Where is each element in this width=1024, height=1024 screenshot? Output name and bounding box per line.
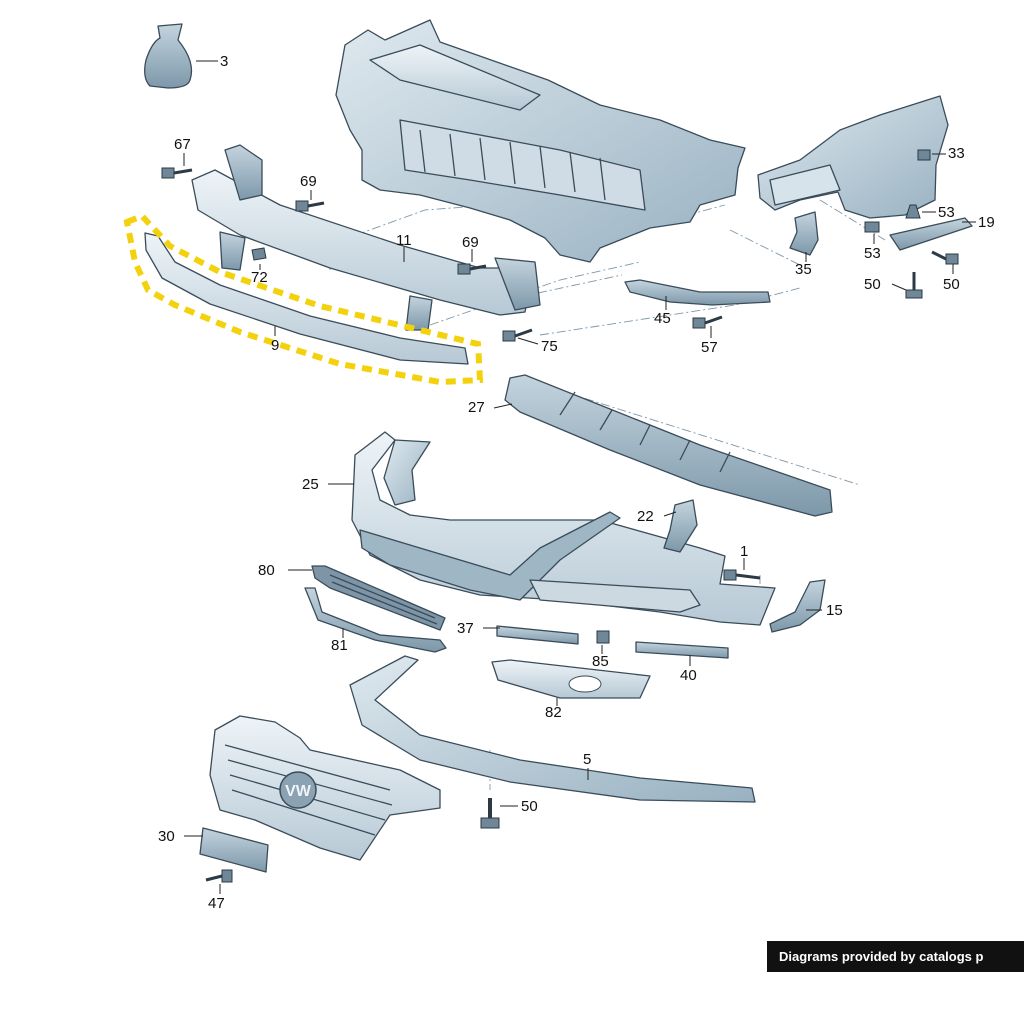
part-15-bracket	[769, 579, 826, 633]
part-37-strip	[496, 625, 579, 645]
callout-5: 5	[583, 751, 591, 768]
screw-67	[161, 167, 193, 179]
screw-50c	[480, 798, 500, 829]
part-5-spoiler	[349, 655, 756, 803]
part-81-trim	[304, 587, 447, 653]
screw-50b	[931, 250, 959, 265]
screw-57	[692, 315, 723, 329]
part-22-bracket	[663, 499, 698, 553]
clip-53b	[864, 221, 880, 233]
callout-82: 82	[545, 704, 562, 721]
screw-1	[723, 569, 761, 581]
highlight-outline	[123, 212, 484, 386]
callout-53-b: 53	[864, 245, 881, 262]
callout-75: 75	[541, 338, 558, 355]
leader-lines	[183, 60, 976, 894]
callout-27: 27	[468, 399, 485, 416]
callout-3: 3	[220, 53, 228, 70]
part-25-bumper-cover	[351, 431, 826, 633]
callout-45: 45	[654, 310, 671, 327]
clip-72	[251, 247, 267, 261]
part-3-pouch	[144, 23, 193, 89]
screw-75	[502, 328, 533, 342]
callout-50-c: 50	[521, 798, 538, 815]
part-9-impact-strip	[123, 212, 484, 386]
radiator-grille: VW	[199, 715, 441, 873]
part-82-fog-grille	[491, 659, 651, 699]
nut-33	[917, 149, 931, 161]
callout-35: 35	[795, 261, 812, 278]
screw-50a	[905, 272, 923, 299]
lock-carrier-front-end	[335, 19, 746, 263]
callout-81: 81	[331, 637, 348, 654]
part-35-bracket	[789, 211, 819, 256]
screw-47	[205, 869, 233, 883]
callout-11: 11	[396, 232, 412, 249]
fender-assembly	[757, 95, 949, 219]
callout-9: 9	[271, 337, 279, 354]
callout-85: 85	[592, 653, 609, 670]
callout-69-b: 69	[462, 234, 479, 251]
part-45-bracket	[624, 279, 771, 306]
footer-banner: Diagrams provided by catalogs p	[767, 941, 1024, 972]
callout-30: 30	[158, 828, 175, 845]
callout-labels: 3 67 69 11 69 72 9 75 45 57 35 33 53 19 …	[158, 53, 995, 912]
part-40-strip	[635, 641, 729, 659]
callout-15: 15	[826, 602, 843, 619]
callout-25: 25	[302, 476, 319, 493]
part-27-absorber	[504, 374, 833, 517]
part-30-plate-holder	[199, 827, 269, 873]
callout-67: 67	[174, 136, 191, 153]
callout-37: 37	[457, 620, 474, 637]
trim-strips	[491, 625, 729, 699]
callout-69-a: 69	[300, 173, 317, 190]
clip-85	[596, 630, 610, 644]
callout-33: 33	[948, 145, 965, 162]
part-11-reinforcement-bar	[191, 144, 541, 331]
fasteners	[161, 149, 959, 883]
screw-69b	[457, 263, 487, 275]
callout-50-b: 50	[943, 276, 960, 293]
callout-19: 19	[978, 214, 995, 231]
grommet-53a	[905, 204, 921, 219]
callout-53-a: 53	[938, 204, 955, 221]
screw-69a	[295, 200, 325, 212]
callout-22: 22	[637, 508, 654, 525]
callout-57: 57	[701, 339, 718, 356]
lower-grille-assembly	[304, 565, 447, 653]
brackets	[624, 211, 973, 306]
callout-80: 80	[258, 562, 275, 579]
grille-logo: VW	[285, 783, 312, 800]
callout-72: 72	[251, 269, 268, 286]
callout-1: 1	[740, 543, 748, 560]
callout-40: 40	[680, 667, 697, 684]
callout-47: 47	[208, 895, 225, 912]
callout-50-a: 50	[864, 276, 881, 293]
part-19-guide	[889, 217, 973, 251]
